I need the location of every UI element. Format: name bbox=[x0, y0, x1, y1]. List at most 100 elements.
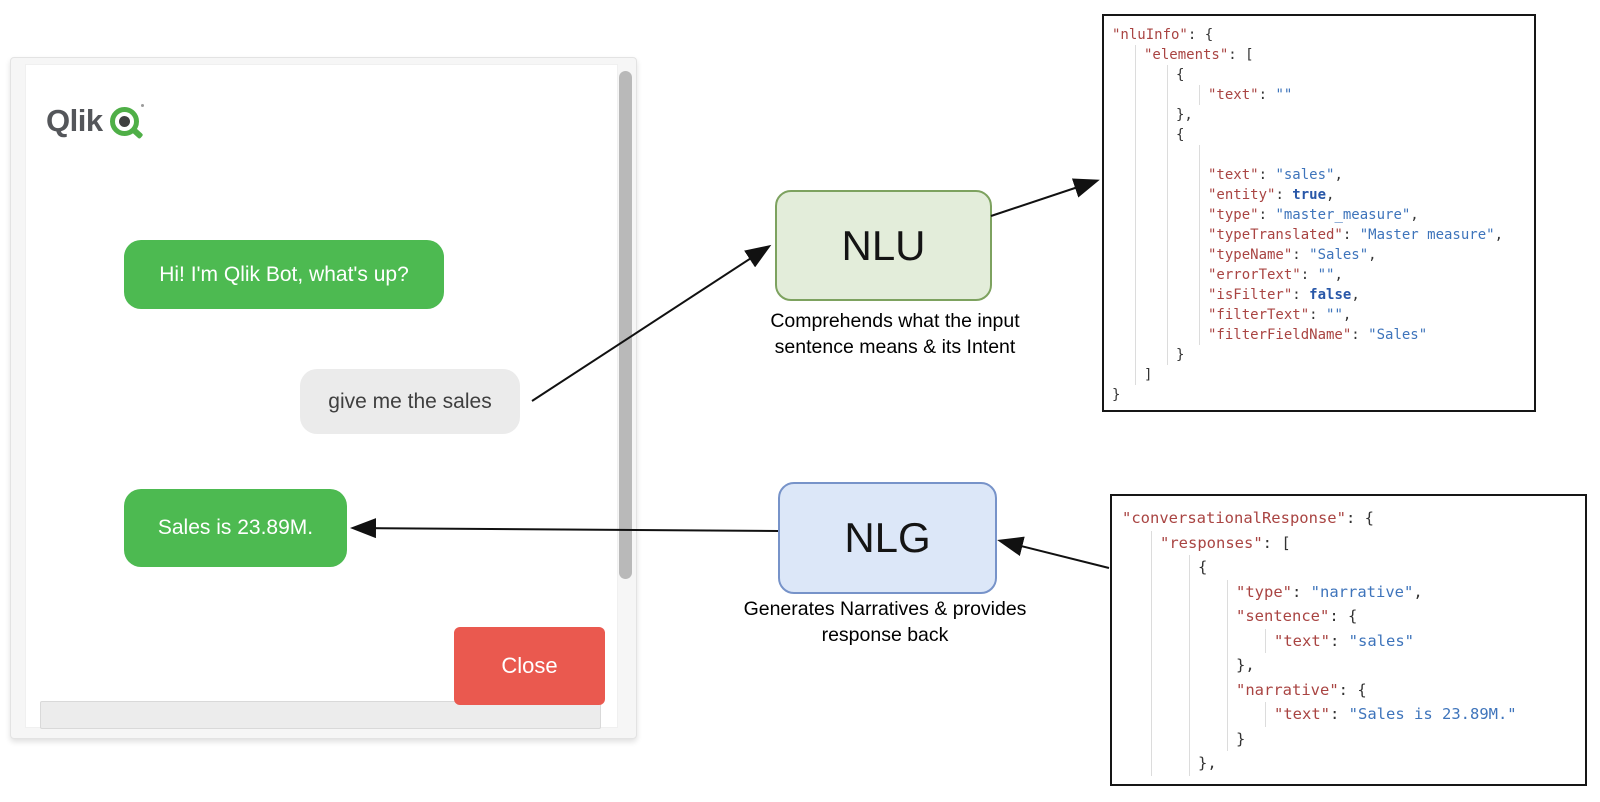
indent-guide bbox=[1122, 677, 1152, 702]
qlik-q-tail bbox=[130, 126, 144, 139]
indent-guide bbox=[1144, 185, 1168, 205]
qlik-q-icon bbox=[109, 103, 144, 139]
indent-guide bbox=[1112, 285, 1136, 305]
code-token-punc: , bbox=[1342, 307, 1352, 323]
code-token-punc: , bbox=[1351, 287, 1360, 303]
nlg-label: NLG bbox=[844, 514, 931, 561]
code-token-punc: : bbox=[1258, 207, 1276, 223]
code-token-key: "text" bbox=[1208, 87, 1259, 103]
code-line: "nluInfo": { bbox=[1112, 25, 1526, 45]
indent-guide bbox=[1176, 325, 1200, 345]
indent-guide bbox=[1144, 225, 1168, 245]
indent-guide bbox=[1112, 165, 1136, 185]
nlu-label: NLU bbox=[841, 221, 926, 269]
indent-guide bbox=[1144, 85, 1168, 105]
code-token-punc: , bbox=[1334, 267, 1343, 283]
code-line: ] bbox=[1112, 365, 1526, 385]
chat-input-bar[interactable] bbox=[40, 701, 601, 729]
indent-guide bbox=[1112, 205, 1136, 225]
code-line: "errorText": "", bbox=[1112, 265, 1526, 285]
code-token-punc: , bbox=[1413, 582, 1423, 601]
code-line: "text": "sales", bbox=[1112, 165, 1526, 185]
code-token-punc: { bbox=[1176, 127, 1185, 143]
code-token-punc: { bbox=[1198, 558, 1208, 576]
indent-guide bbox=[1112, 65, 1136, 85]
qlik-q-ring bbox=[109, 106, 139, 136]
indent-guide bbox=[1198, 726, 1228, 751]
user-message-bubble: give me the sales bbox=[300, 369, 520, 434]
code-token-key: "filterFieldName" bbox=[1208, 327, 1352, 343]
code-line: "conversationalResponse": { bbox=[1122, 506, 1575, 531]
indent-guide bbox=[1112, 325, 1136, 345]
indent-guide bbox=[1176, 245, 1200, 265]
code-token-punc: ] bbox=[1144, 367, 1153, 383]
code-token-key: "type" bbox=[1236, 582, 1292, 601]
indent-guide bbox=[1112, 145, 1136, 165]
indent-guide bbox=[1112, 85, 1136, 105]
scrollbar-thumb[interactable] bbox=[619, 71, 632, 579]
code-token-punc: : bbox=[1351, 327, 1369, 343]
code-token-punc: { bbox=[1176, 67, 1185, 83]
code-token-punc: : bbox=[1309, 307, 1327, 323]
indent-guide bbox=[1144, 105, 1168, 125]
indent-guide bbox=[1144, 345, 1168, 365]
indent-guide bbox=[1236, 628, 1266, 653]
nlg-caption: Generates Narratives & provides response… bbox=[705, 597, 1065, 648]
nlg-json-input-box: "conversationalResponse": { "responses" : … bbox=[1110, 494, 1587, 786]
indent-guide bbox=[1144, 325, 1168, 345]
indent-guide bbox=[1198, 604, 1228, 629]
code-token-key: "filterText" bbox=[1208, 307, 1310, 323]
indent-guide bbox=[1176, 285, 1200, 305]
code-line: "entity": true, bbox=[1112, 185, 1526, 205]
code-token-punc: : bbox=[1292, 287, 1310, 303]
code-token-key: "elements" bbox=[1144, 47, 1229, 63]
indent-guide bbox=[1176, 205, 1200, 225]
code-line: "text": "sales" bbox=[1122, 628, 1575, 653]
code-token-key: "nluInfo" bbox=[1112, 27, 1188, 43]
code-token-punc: , bbox=[1410, 207, 1419, 223]
close-button[interactable]: Close bbox=[454, 627, 605, 705]
indent-guide bbox=[1112, 305, 1136, 325]
indent-guide bbox=[1176, 165, 1200, 185]
code-token-key: "entity" bbox=[1208, 187, 1276, 203]
code-line: "elements": [ bbox=[1112, 45, 1526, 65]
chat-panel: Qlik Hi! I'm Qlik Bot, what's up? give m… bbox=[25, 64, 618, 729]
code-token-str: "Sales" bbox=[1309, 247, 1369, 263]
chat-window: Qlik Hi! I'm Qlik Bot, what's up? give m… bbox=[10, 57, 637, 739]
indent-guide bbox=[1122, 751, 1152, 776]
code-token-key: "narrative" bbox=[1236, 680, 1339, 699]
code-line: "filterText": "", bbox=[1112, 305, 1526, 325]
indent-guide bbox=[1122, 726, 1152, 751]
code-token-punc: }, bbox=[1198, 754, 1217, 772]
code-token-key: "responses" bbox=[1160, 533, 1263, 552]
indent-guide bbox=[1176, 305, 1200, 325]
arrow-json-to-nlg bbox=[997, 536, 1110, 569]
code-token-key: "sentence" bbox=[1236, 607, 1330, 625]
code-token-str: "sales" bbox=[1348, 631, 1414, 650]
code-line: "typeName": "Sales", bbox=[1112, 245, 1526, 265]
code-token-str: "" bbox=[1317, 267, 1335, 283]
code-token-punc: : bbox=[1292, 247, 1310, 263]
code-token-punc: } bbox=[1236, 729, 1246, 748]
indent-guide bbox=[1122, 702, 1152, 727]
indent-guide bbox=[1160, 677, 1190, 702]
code-token-punc: : { bbox=[1338, 680, 1367, 699]
registered-mark-icon bbox=[140, 103, 144, 107]
code-token-key: "isFilter" bbox=[1208, 287, 1293, 303]
indent-guide bbox=[1112, 225, 1136, 245]
code-line: "isFilter": false, bbox=[1112, 285, 1526, 305]
indent-guide bbox=[1112, 45, 1136, 65]
bot-message-bubble: Hi! I'm Qlik Bot, what's up? bbox=[124, 240, 444, 309]
indent-guide bbox=[1122, 653, 1152, 678]
code-token-key: "typeTranslated" bbox=[1208, 227, 1343, 243]
code-line: { bbox=[1112, 125, 1526, 145]
code-token-punc: : bbox=[1275, 187, 1293, 203]
indent-guide bbox=[1176, 185, 1200, 205]
code-line: "type": "master_measure", bbox=[1112, 205, 1526, 225]
qlik-logo: Qlik bbox=[46, 103, 144, 139]
code-token-key: "text" bbox=[1208, 167, 1259, 183]
code-line: }, bbox=[1122, 653, 1575, 678]
indent-guide bbox=[1160, 628, 1190, 653]
code-line: "text": "" bbox=[1112, 85, 1526, 105]
nlu-caption: Comprehends what the input sentence mean… bbox=[730, 309, 1060, 360]
